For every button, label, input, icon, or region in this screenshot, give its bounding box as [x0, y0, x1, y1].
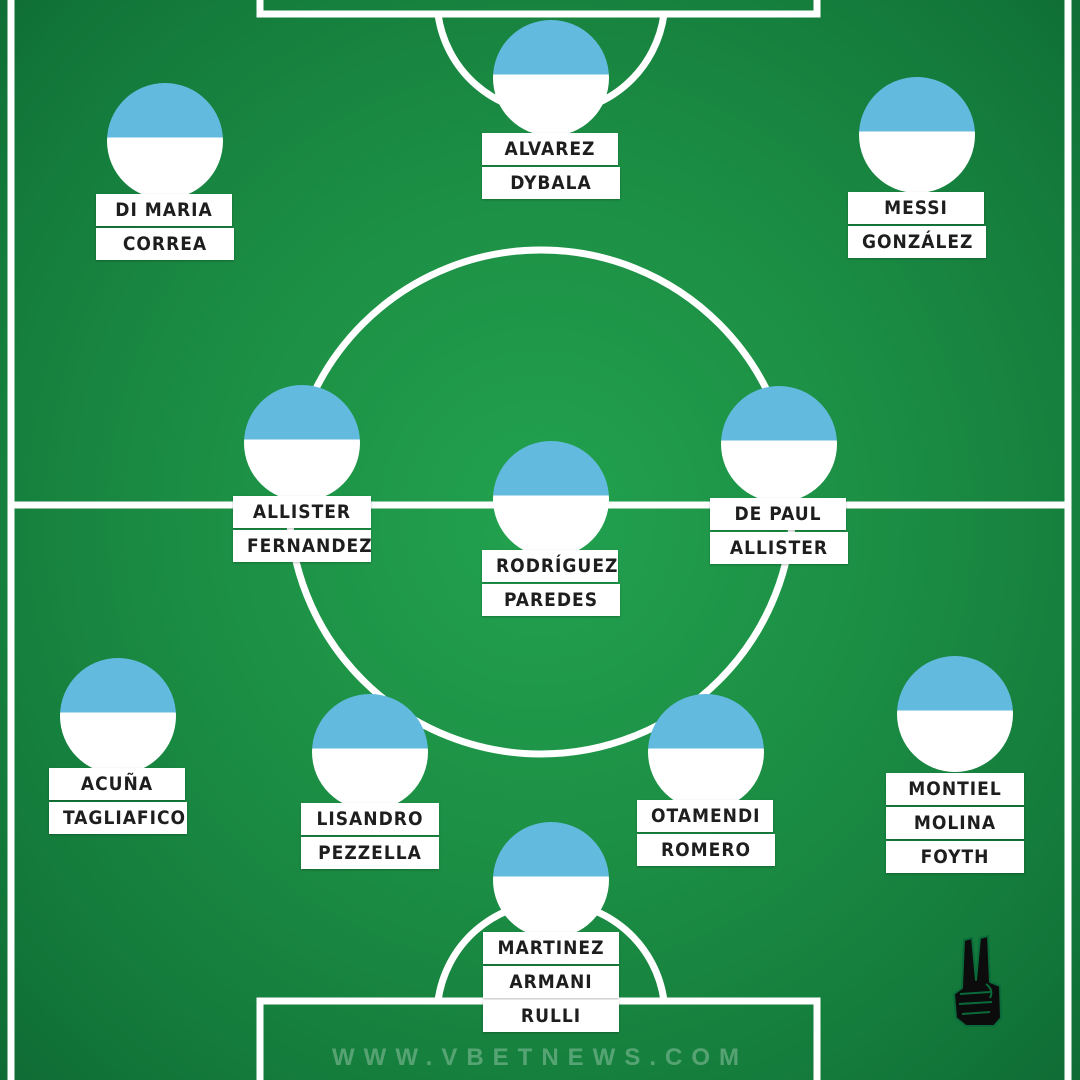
player-name-label: RULLI — [483, 1000, 619, 1032]
shirt-icon — [312, 694, 428, 810]
player-name-label: DYBALA — [482, 167, 620, 199]
peace-hand-icon — [953, 935, 1002, 1027]
shirt-icon — [244, 385, 360, 501]
watermark-text: WWW.VBETNEWS.COM — [332, 1044, 748, 1071]
player-name-label: DI MARIA — [96, 194, 232, 226]
player-name-label: RODRÍGUEZ — [482, 550, 618, 582]
player-name-label: MONTIEL — [886, 773, 1024, 805]
player-name-label: PEZZELLA — [301, 837, 439, 869]
pitch-boundary — [7, 0, 1072, 1080]
player-name-label: FERNANDEZ — [233, 530, 372, 562]
shirt-icon — [493, 20, 609, 136]
player-name-label: ARMANI — [483, 966, 619, 998]
player-name-label: TAGLIAFICO — [49, 802, 187, 834]
player-name-label: GONZÁLEZ — [848, 226, 986, 258]
player-name-label: MARTINEZ — [483, 932, 619, 964]
shirt-icon — [648, 694, 764, 810]
player-name-label: MESSI — [848, 192, 984, 224]
player-name-label: FOYTH — [886, 841, 1024, 873]
player-name-label: CORREA — [96, 228, 234, 260]
shirt-icon — [897, 656, 1013, 772]
shirt-icon — [493, 822, 609, 938]
player-name-label: ALLISTER — [710, 532, 848, 564]
shirt-icon — [859, 77, 975, 193]
shirt-icon — [493, 441, 609, 557]
player-name-label: ALLISTER — [233, 496, 371, 528]
player-name-label: PAREDES — [482, 584, 620, 616]
shirt-icon — [107, 83, 223, 199]
shirt-icon — [721, 386, 837, 502]
player-name-label: MOLINA — [886, 807, 1024, 839]
shirt-icon — [60, 658, 176, 774]
player-name-label: LISANDRO — [301, 803, 439, 835]
player-name-label: ACUÑA — [49, 768, 185, 800]
player-name-label: OTAMENDI — [637, 800, 773, 832]
player-name-label: ALVAREZ — [482, 133, 618, 165]
top-penalty-box — [256, 0, 821, 18]
player-name-label: DE PAUL — [710, 498, 846, 530]
player-name-label: ROMERO — [637, 834, 775, 866]
